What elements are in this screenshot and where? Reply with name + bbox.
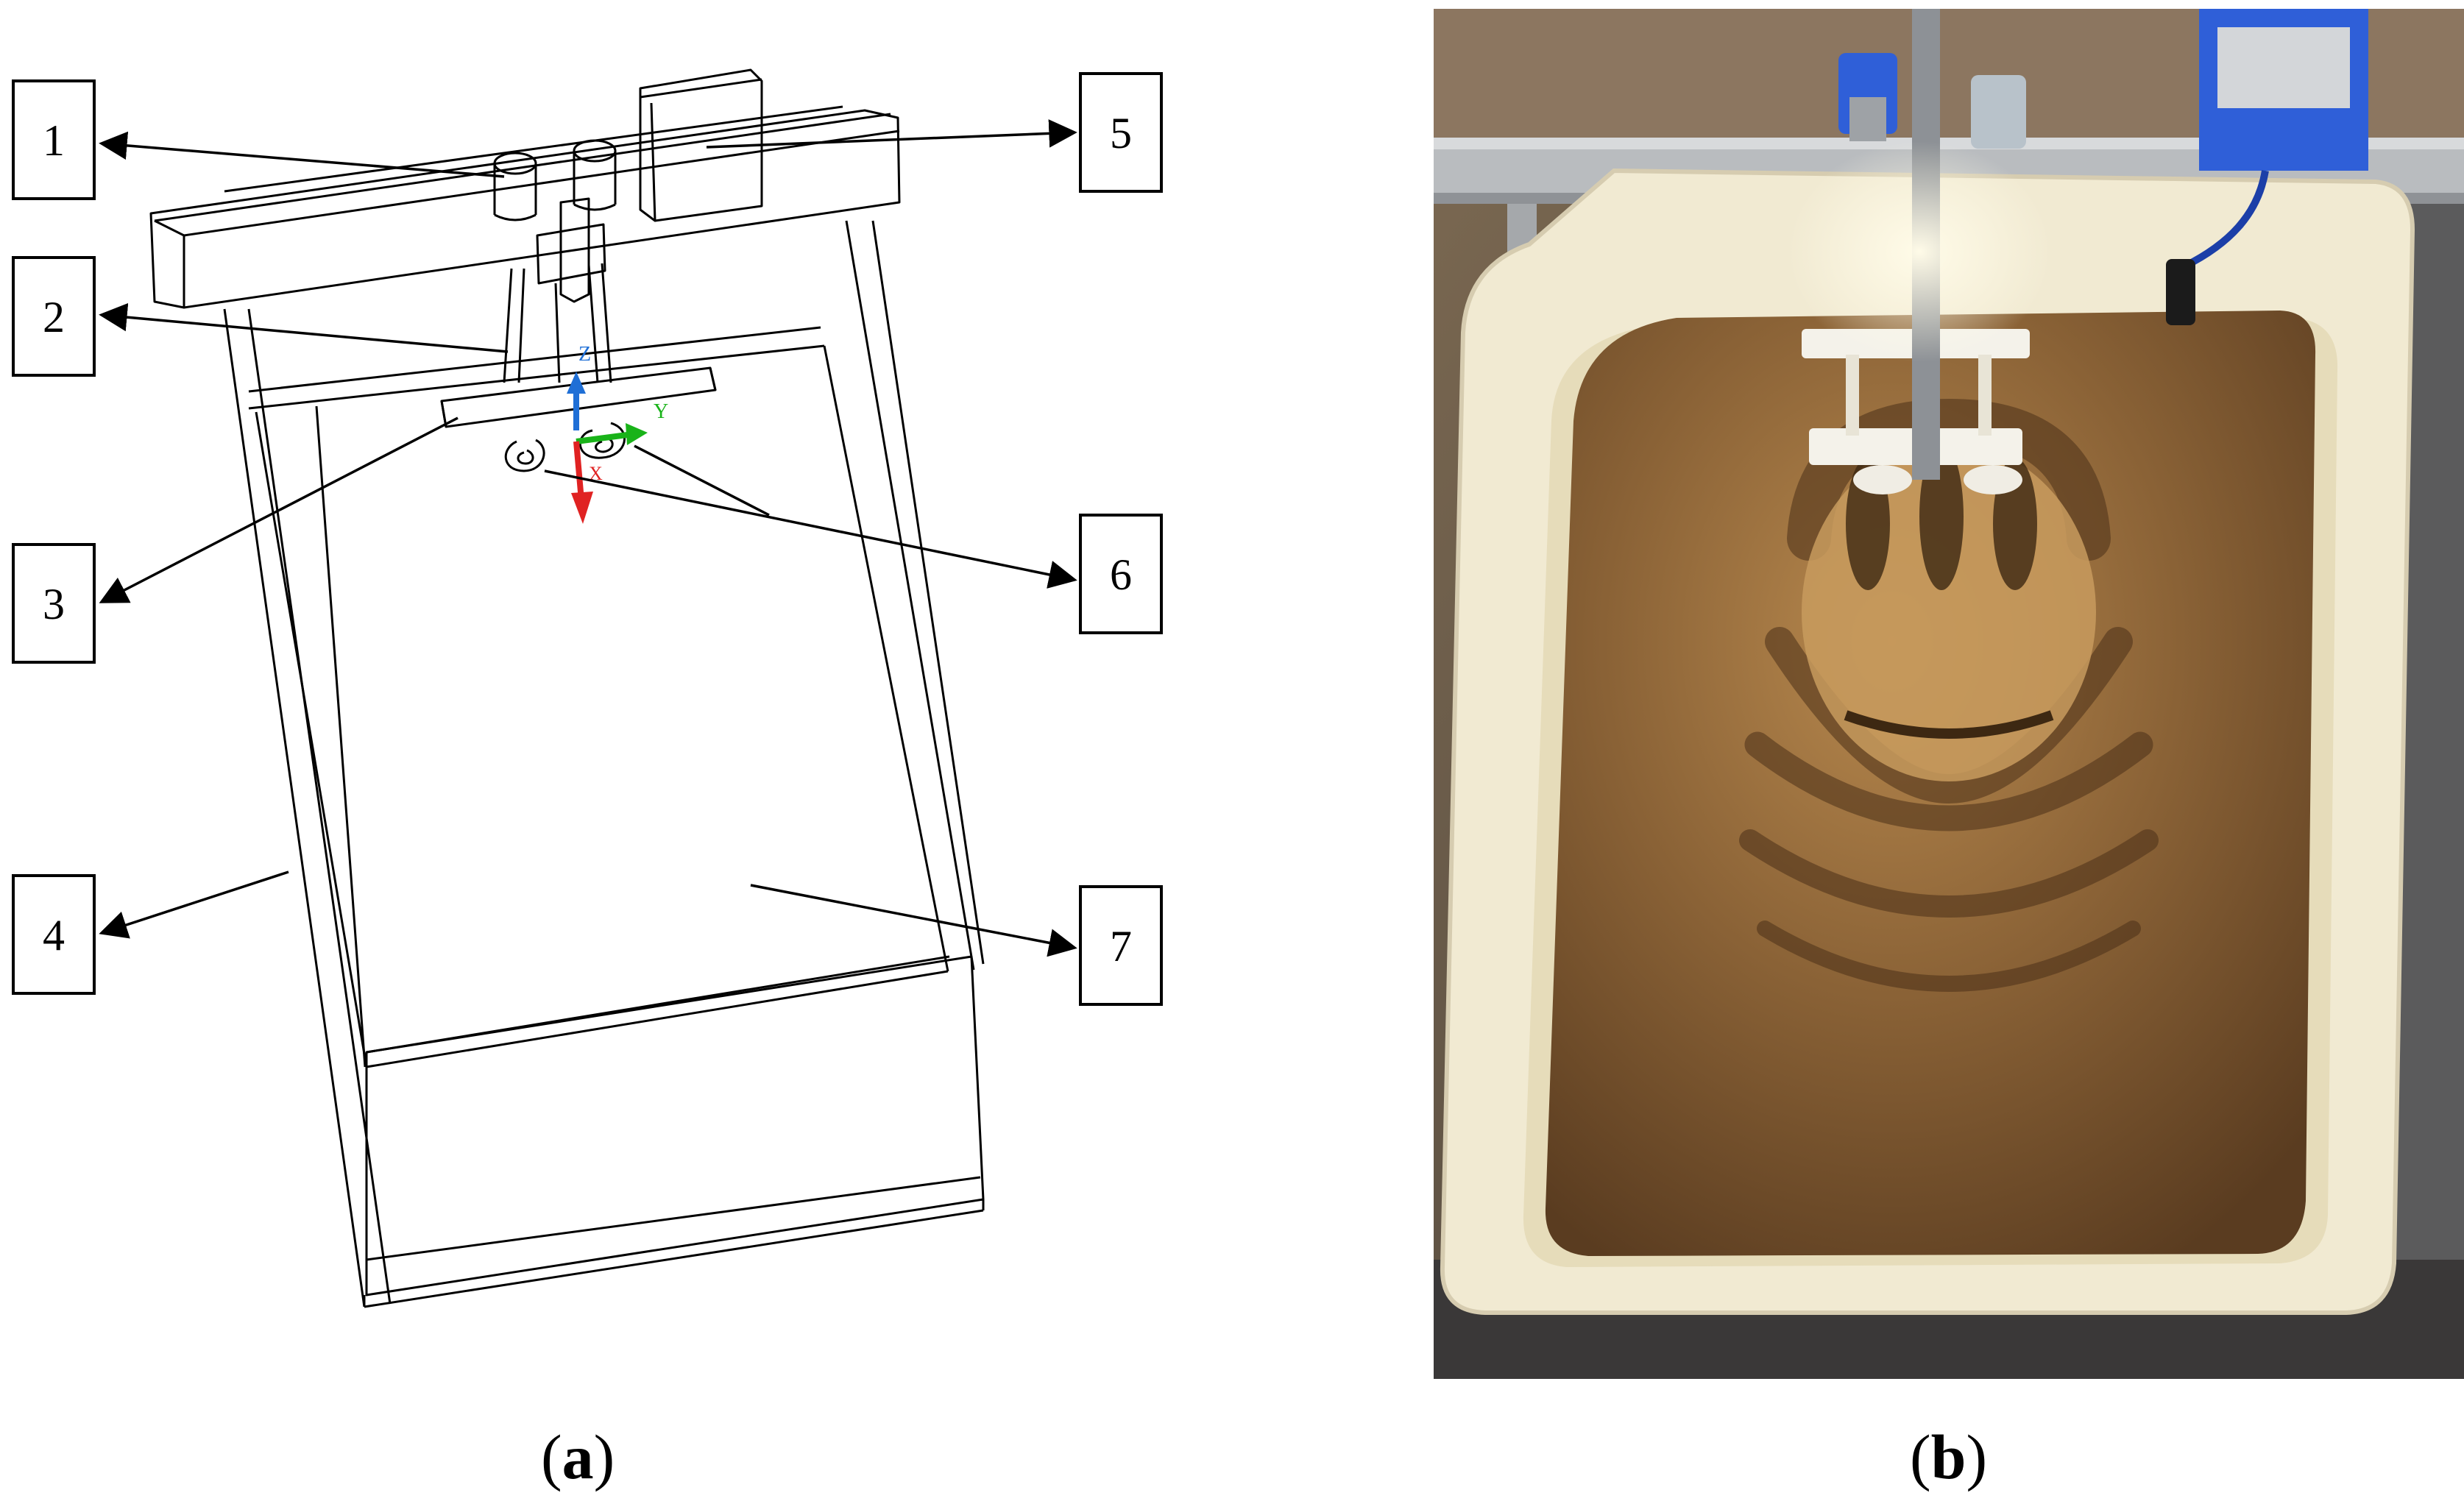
callout-box-3 xyxy=(12,543,96,664)
callout-box-4 xyxy=(12,874,96,995)
caption-b: (b) xyxy=(1910,1420,1987,1494)
callout-label-4: 4 xyxy=(43,911,65,959)
schematic-drawing: Z Y X 1 2 3 4 5 6 7 xyxy=(12,68,1163,1308)
leader-6b xyxy=(634,444,770,517)
callout-label-5: 5 xyxy=(1110,109,1132,157)
callout-label-1: 1 xyxy=(43,116,65,165)
motors xyxy=(493,139,617,221)
axis-y-label: Y xyxy=(654,400,668,423)
callout-label-6: 6 xyxy=(1110,550,1132,599)
callout-label-7: 7 xyxy=(1110,922,1132,971)
cross-bar xyxy=(440,366,717,428)
caption-a-letter: a xyxy=(562,1422,594,1492)
callout-box-7 xyxy=(1079,885,1163,1006)
leader-1 xyxy=(99,131,505,178)
callout-box-1 xyxy=(12,79,96,200)
caption-b-letter: b xyxy=(1930,1422,1966,1492)
shafts xyxy=(503,197,612,383)
callout-label-3: 3 xyxy=(43,580,65,628)
caption-a: (a) xyxy=(541,1420,615,1494)
caption-b-close: ) xyxy=(1966,1422,1988,1492)
axis-x-label: X xyxy=(589,463,603,484)
fins xyxy=(504,422,626,472)
callout-box-5 xyxy=(1079,72,1163,193)
callout-box-6 xyxy=(1079,514,1163,634)
caption-b-open: ( xyxy=(1910,1422,1931,1492)
light-glare xyxy=(1787,141,2052,362)
leader-5 xyxy=(706,119,1077,149)
motor-mounts xyxy=(1838,9,2368,325)
caption-a-close: ) xyxy=(593,1422,615,1492)
leader-6a xyxy=(544,469,1077,589)
experiment-photo xyxy=(1434,9,2464,1379)
leader-7 xyxy=(750,884,1077,957)
coordinate-axes: Z Y X xyxy=(567,343,668,524)
axis-z-label: Z xyxy=(578,343,591,366)
callout-box-2 xyxy=(12,256,96,377)
leader-2 xyxy=(99,302,509,353)
gantry-beam xyxy=(149,68,901,309)
leader-4 xyxy=(99,870,289,939)
caption-a-open: ( xyxy=(541,1422,562,1492)
sand-tank xyxy=(223,220,985,1308)
leader-3 xyxy=(99,416,459,603)
callout-label-2: 2 xyxy=(43,293,65,341)
